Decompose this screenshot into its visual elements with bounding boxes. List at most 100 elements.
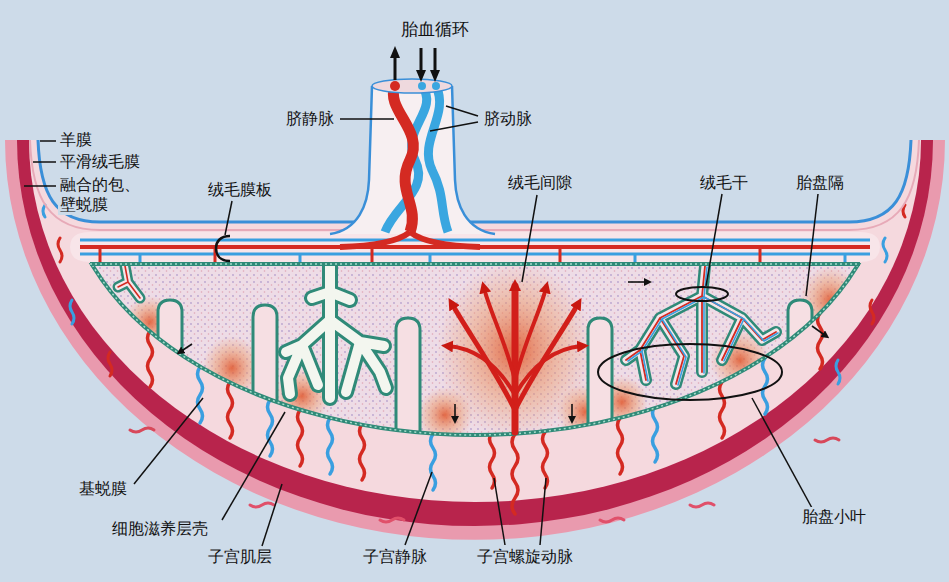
scattered-vessels-part	[815, 438, 839, 442]
chorionic-plate-part	[80, 253, 870, 256]
flow-arrows-part	[454, 404, 456, 420]
leader-lines-part	[262, 484, 282, 546]
umbilical-cord-part	[390, 81, 400, 91]
villous-tree-part	[628, 267, 778, 385]
spiral-arteries-part	[298, 410, 303, 466]
maternal-blood-jet-part	[515, 288, 546, 380]
leader-lines-part	[430, 122, 478, 131]
scattered-vessels-part	[883, 238, 887, 262]
umbilical-cord-part	[372, 79, 452, 93]
part-label: 脐静脉	[284, 109, 336, 129]
part-label: 胎血循环	[399, 19, 471, 40]
spiral-arteries-part	[228, 382, 233, 438]
chorionic-plate-part	[80, 239, 870, 242]
spiral-arteries-part	[618, 418, 623, 474]
umbilical-cord-part	[418, 82, 426, 90]
scattered-vessels-part	[836, 360, 840, 384]
chorionic-plate	[70, 232, 880, 266]
uterine-veins-part	[763, 358, 768, 414]
maternal-blood-jet-part	[515, 346, 582, 395]
part-label: 绒毛间隙	[506, 173, 574, 193]
part-label: 细胞滋养层壳	[110, 519, 210, 539]
scattered-vessels-part	[108, 352, 112, 376]
uterine-veins-part	[198, 367, 203, 423]
leader-lines-part	[706, 194, 722, 286]
villous-tree-part	[118, 266, 140, 298]
intervillous-space-part	[588, 318, 612, 480]
leader-lines-part	[340, 118, 394, 120]
leader-lines-part	[40, 140, 56, 142]
part-label: 胎盘小叶	[800, 507, 868, 527]
spiral-arteries-part	[360, 424, 365, 480]
part-label: 子宫肌层	[206, 547, 274, 567]
flow-arrows-part	[628, 281, 648, 283]
scattered-vessels-part	[690, 503, 714, 507]
umbilical-cord-part	[393, 86, 413, 232]
leader-lines-part	[24, 185, 56, 187]
leader-lines-part	[405, 472, 432, 545]
leader-lines-part	[494, 478, 505, 545]
leader-lines-part	[522, 195, 537, 282]
intervillous-space-part	[65, 263, 885, 435]
brackets-part	[216, 236, 230, 261]
flow-arrows-part	[571, 404, 573, 420]
intervillous-space-part	[124, 263, 860, 480]
villous-tree-part	[118, 266, 140, 298]
scattered-vessels-part	[380, 518, 404, 522]
spiral-arteries-part	[720, 382, 725, 438]
maternal-blood-jet-part	[484, 288, 515, 380]
umbilical-cord-part	[330, 86, 495, 234]
villous-tree-part	[286, 266, 386, 398]
chorionic-plate-part	[90, 263, 860, 265]
uterine-veins-part	[328, 418, 333, 474]
brackets-part	[676, 287, 728, 301]
scattered-vessels-part	[870, 300, 874, 324]
villous-tree-part	[626, 266, 776, 384]
leader-lines-part	[446, 106, 478, 116]
part-label: 胎盘隔	[794, 173, 846, 193]
umbilical-cord-part	[340, 232, 410, 247]
flow-arrows	[180, 282, 826, 420]
umbilical-cord-part	[410, 232, 480, 247]
scattered-vessels-part	[70, 300, 74, 324]
intervillous-space-part	[65, 263, 885, 435]
part-label: 绒毛膜板	[206, 180, 274, 200]
villous-tree-part	[118, 266, 140, 298]
part-label: 脐动脉	[482, 109, 534, 129]
brackets-part	[598, 344, 782, 400]
chorion-line	[30, 140, 919, 230]
villous-tree	[118, 266, 778, 398]
scattered-vessels-part	[58, 238, 62, 262]
part-label: 融合的包、 壁蜕膜	[58, 175, 146, 215]
umbilical-cord-part	[385, 86, 427, 232]
leader-lines-part	[33, 161, 56, 163]
part-label: 绒毛干	[698, 173, 750, 193]
leader-lines-part	[806, 194, 818, 296]
uterine-veins-part	[268, 400, 273, 456]
umbilical-cord-part	[428, 86, 448, 232]
intervillous-space-part	[396, 318, 420, 480]
intervillous-space-part	[158, 300, 182, 480]
villous-tree-part	[626, 266, 776, 384]
leader-lines-part	[225, 201, 232, 235]
intervillous-space	[65, 263, 885, 480]
scattered-vessels-part	[250, 503, 274, 507]
part-label: 子宫螺旋动脉	[475, 547, 575, 567]
umbilical-cord-part	[432, 82, 440, 90]
spiral-arteries-part	[512, 434, 518, 514]
scattered-vessels	[43, 205, 905, 522]
intervillous-space-part	[437, 263, 593, 438]
spiral-arteries-part	[818, 313, 823, 369]
circulation-arrows-part	[420, 48, 423, 76]
part-label: 平滑绒毛膜	[58, 152, 142, 172]
part-label: 子宫静脉	[361, 547, 429, 567]
leader-lines-part	[540, 478, 546, 545]
leader-lines	[24, 106, 818, 546]
spiral-arteries-part	[543, 432, 548, 488]
flow-arrows-part	[180, 344, 192, 352]
placental-septum	[158, 300, 812, 480]
maternal-blood-jet-part	[448, 346, 515, 395]
leader-lines-part	[752, 398, 812, 508]
